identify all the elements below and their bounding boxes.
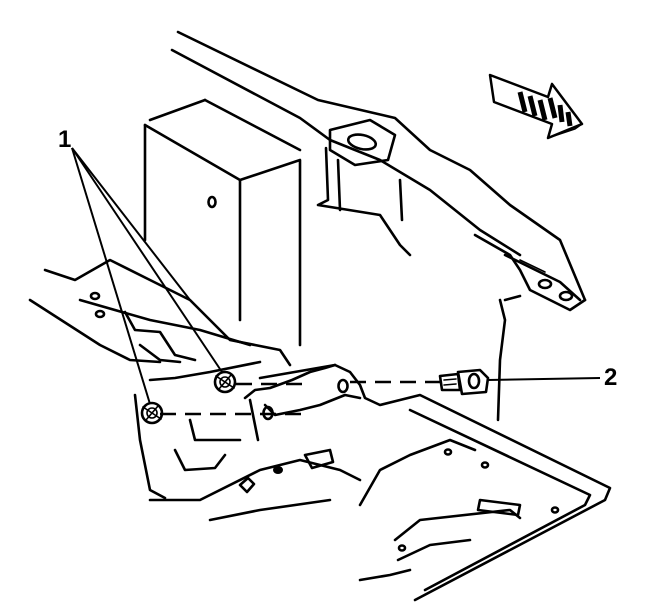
nut-lower <box>140 401 164 425</box>
floor-pan <box>148 294 612 602</box>
bracket-hole-upper <box>337 378 349 394</box>
callout-1-leaders <box>71 147 223 405</box>
bolt <box>438 368 490 396</box>
frame-crossmember <box>170 30 587 312</box>
mounting-bracket <box>28 258 292 500</box>
callout-2-leader <box>487 377 601 381</box>
callout-label-2: 2 <box>604 364 618 391</box>
nut-upper <box>213 370 237 394</box>
forward-arrow-icon <box>488 73 584 140</box>
callout-label-1: 1 <box>58 126 72 153</box>
module-box <box>143 98 302 347</box>
